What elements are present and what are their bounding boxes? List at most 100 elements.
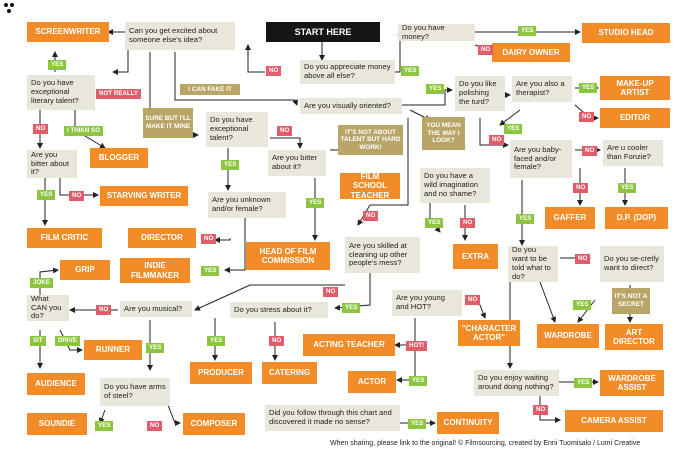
question-wild-imagination: Do you have a wild imagination and no sh… xyxy=(420,168,490,203)
label-joke: JOKE xyxy=(30,278,53,288)
label-not-really: NOT REALLY xyxy=(96,89,141,99)
label-yes: YES xyxy=(221,160,240,170)
question-follow-chart: Did you follow through this chart and di… xyxy=(265,405,400,431)
label-yes: YES xyxy=(306,198,325,208)
question-enjoy-waiting: Do you enjoy waiting around doing nothin… xyxy=(474,370,559,396)
note-sure-but: SURE BUT I'LL MAKE IT MINE xyxy=(143,108,193,138)
label-no: NO xyxy=(201,234,217,244)
outcome-studio-head: STUDIO HEAD xyxy=(582,23,670,43)
outcome-dp: D.P. (DOP) xyxy=(605,207,668,229)
label-no: NO xyxy=(33,124,49,134)
label-yes: YES xyxy=(618,183,637,193)
question-secretly-direct: Do you se-cretly want to direct? xyxy=(600,246,664,282)
label-yes: YES xyxy=(573,300,592,310)
label-no: NO xyxy=(582,146,598,156)
outcome-character-actor: "CHARACTER ACTOR" xyxy=(458,320,520,346)
label-no: NO xyxy=(533,405,549,415)
note-its-not-secret: IT'S NOT A SECRET xyxy=(612,288,650,314)
label-i-think-so: I THIKN SO xyxy=(64,126,104,136)
outcome-gaffer: GAFFER xyxy=(545,207,595,229)
label-no: NO xyxy=(363,211,379,221)
label-yes: YES xyxy=(37,190,56,200)
outcome-editor: EDITOR xyxy=(600,108,670,128)
outcome-wardrobe: WARDROBE xyxy=(537,324,599,348)
outcome-film-school-teacher: FILM SCHOOL TEACHER xyxy=(340,172,400,200)
label-no: NO xyxy=(269,336,285,346)
outcome-soundie: SOUNDIE xyxy=(27,413,87,435)
question-fonzie: Are u cooler than Fonzie? xyxy=(603,140,663,166)
label-no: NO xyxy=(478,45,494,55)
label-yes: YES xyxy=(401,66,420,76)
outcome-producer: PRODUCER xyxy=(190,362,252,384)
question-money: Do you have money? xyxy=(398,23,475,41)
question-bitter-2: Are you bitter about it? xyxy=(268,150,326,176)
outcome-director: DIRECTOR xyxy=(128,228,196,248)
label-no: NO xyxy=(573,183,589,193)
note-not-about-talent: IT'S NOT ABOUT TALENT BUT HARD WORK! xyxy=(338,125,403,155)
label-yes: YES xyxy=(408,419,427,429)
question-therapist: Are you also a therapist? xyxy=(512,76,572,102)
label-no: NO xyxy=(69,191,85,201)
label-no: NO xyxy=(266,66,282,76)
logo-dots-icon xyxy=(4,3,18,15)
label-yes: YES xyxy=(504,124,523,134)
label-hot: HOT! xyxy=(406,341,428,351)
label-no: NO xyxy=(579,112,595,122)
question-baby-faced: Are you baby-faced and/or female? xyxy=(510,140,572,178)
outcome-makeup-artist: MAKE-UP ARTIST xyxy=(600,76,670,100)
question-appreciate-money: Do you appreciate money above all else? xyxy=(300,60,395,84)
label-yes: YES xyxy=(425,218,444,228)
outcome-head-film-commission: HEAD OF FILM COMMISSION xyxy=(246,242,330,270)
outcome-wardrobe-assist: WARDROBE ASSIST xyxy=(600,370,664,396)
label-yes: YES xyxy=(48,60,67,70)
question-arms-of-steel: Do you have arms of steel? xyxy=(100,378,170,406)
label-no: NO xyxy=(575,254,591,264)
question-visually-oriented: Are you visually oriented? xyxy=(300,98,402,114)
outcome-starving-writer: STARVING WRITER xyxy=(100,186,188,206)
label-no: NO xyxy=(323,287,339,297)
label-no: NO xyxy=(489,135,505,145)
outcome-actor: ACTOR xyxy=(348,371,396,393)
question-cleaning-mess: Are you skilled at cleaning up other peo… xyxy=(345,237,420,273)
label-yes: YES xyxy=(426,84,445,94)
label-yes: YES xyxy=(409,376,428,386)
note-i-can-fake-it: I CAN FAKE IT xyxy=(180,84,240,95)
outcome-indie-filmmaker: INDIE FILMMAKER xyxy=(120,258,190,283)
question-young-hot: Are you young and HOT? xyxy=(392,290,462,316)
question-told-what-to-do: Do you want to be told what to do? xyxy=(508,245,558,282)
label-drive: DRIVE xyxy=(55,336,80,346)
outcome-art-director: ART DIRECTOR xyxy=(605,324,663,350)
label-yes: YES xyxy=(342,303,361,313)
outcome-composer: COMPOSER xyxy=(183,413,245,435)
question-stress: Do you stress about it? xyxy=(230,302,328,318)
outcome-screenwriter: SCREENWRITER xyxy=(27,22,109,42)
question-bitter-1: Are you bitter about it? xyxy=(27,150,77,178)
label-no: NO xyxy=(465,295,481,305)
outcome-acting-teacher: ACTING TEACHER xyxy=(303,334,395,356)
outcome-dairy-owner: DAIRY OWNER xyxy=(492,43,570,62)
question-unknown-female: Are you unknown and/or female? xyxy=(208,192,286,218)
label-sit: SIT xyxy=(30,336,46,346)
question-literary-talent: Do you have exceptional literary talent? xyxy=(27,75,95,110)
label-yes: YES xyxy=(574,378,593,388)
outcome-audience: AUDIENCE xyxy=(27,373,85,395)
label-yes: YES xyxy=(201,266,220,276)
outcome-catering: CATERING xyxy=(262,362,317,384)
label-no: NO xyxy=(147,421,163,431)
question-exceptional-talent: Do you have exceptional talent? xyxy=(206,112,268,147)
outcome-blogger: BLOGGER xyxy=(90,148,148,168)
start-here-node: START HERE xyxy=(266,22,380,42)
label-yes: YES xyxy=(146,343,165,353)
outcome-continuity: CONTINUITY xyxy=(437,412,499,434)
outcome-runner: RUNNER xyxy=(84,340,142,360)
question-polishing: Do you like polishing the turd? xyxy=(455,76,505,111)
label-no: NO xyxy=(460,218,476,228)
label-yes: YES xyxy=(516,214,535,224)
label-no: NO xyxy=(277,126,293,136)
question-musical: Are you musical? xyxy=(120,301,192,317)
label-no: NO xyxy=(96,305,112,315)
footer-credit: When sharing, please link to the origina… xyxy=(330,440,641,447)
outcome-film-critic: FILM CRITIC xyxy=(27,228,102,248)
label-yes: YES xyxy=(95,421,114,431)
outcome-grip: GRIP xyxy=(60,260,110,280)
